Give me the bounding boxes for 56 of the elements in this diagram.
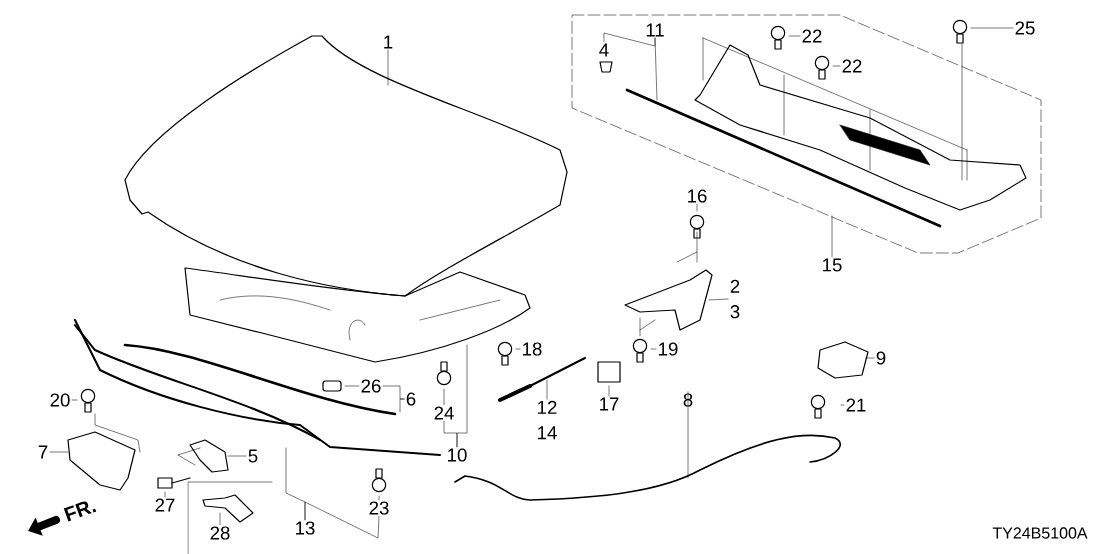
leader-line <box>219 512 221 526</box>
leader-line <box>865 357 875 359</box>
callout-number: 16 <box>688 189 707 203</box>
callout-number: 24 <box>434 406 454 420</box>
leader-line <box>831 215 833 258</box>
leader-line <box>456 344 468 448</box>
leader-line <box>387 49 389 86</box>
callout-number: 10 <box>448 448 467 462</box>
diagram-code: TY24B5100A <box>992 527 1088 539</box>
leader-line <box>515 348 521 350</box>
callout-number: 23 <box>369 501 389 515</box>
leader-line <box>650 348 657 350</box>
leader-line <box>227 455 247 457</box>
callout-number: 27 <box>155 498 175 512</box>
leader-line <box>443 388 445 406</box>
callout-number: 6 <box>406 392 416 406</box>
leader-line <box>71 399 78 401</box>
callout-number: 11 <box>646 23 664 37</box>
callout-number: 17 <box>600 397 619 411</box>
leader-line <box>164 491 166 498</box>
leader-line <box>49 451 69 453</box>
leader-line <box>832 65 841 67</box>
callout-number: 22 <box>842 59 862 73</box>
group-frame <box>571 14 1042 254</box>
callout-number: 2 3 <box>730 279 740 319</box>
callout-number: 22 <box>802 29 822 43</box>
leader-line <box>970 27 1014 29</box>
callout-number: 8 <box>683 393 693 407</box>
leader-line <box>687 391 689 479</box>
leader-line <box>546 379 548 400</box>
leader-line <box>708 298 729 301</box>
callout-number: 18 <box>523 342 542 356</box>
callout-number: 15 <box>823 258 842 272</box>
leader-line <box>608 385 610 397</box>
leader-line <box>840 404 845 406</box>
callout-number: 25 <box>1015 21 1035 35</box>
leader-line <box>399 398 405 413</box>
callout-number: 26 <box>361 379 381 393</box>
callout-number: 9 <box>876 351 886 365</box>
callout-number: 19 <box>659 342 678 356</box>
leader-line <box>304 501 380 539</box>
callout-number: 12 14 <box>538 400 557 440</box>
callout-number: 13 <box>296 521 315 535</box>
leader-line <box>378 495 380 501</box>
leader-line <box>788 35 801 37</box>
leader-line <box>696 203 698 212</box>
leader-line <box>603 32 656 47</box>
leader-line <box>344 385 360 387</box>
callout-number: 7 <box>38 445 48 459</box>
callout-number: 21 <box>846 398 866 412</box>
callout-number: 20 <box>50 393 70 407</box>
callout-number: 28 <box>210 526 230 540</box>
callout-number: 1 <box>384 35 393 49</box>
callout-number: 5 <box>248 449 258 463</box>
callout-number: 4 <box>599 43 609 57</box>
direction-label: FR. <box>63 501 97 522</box>
